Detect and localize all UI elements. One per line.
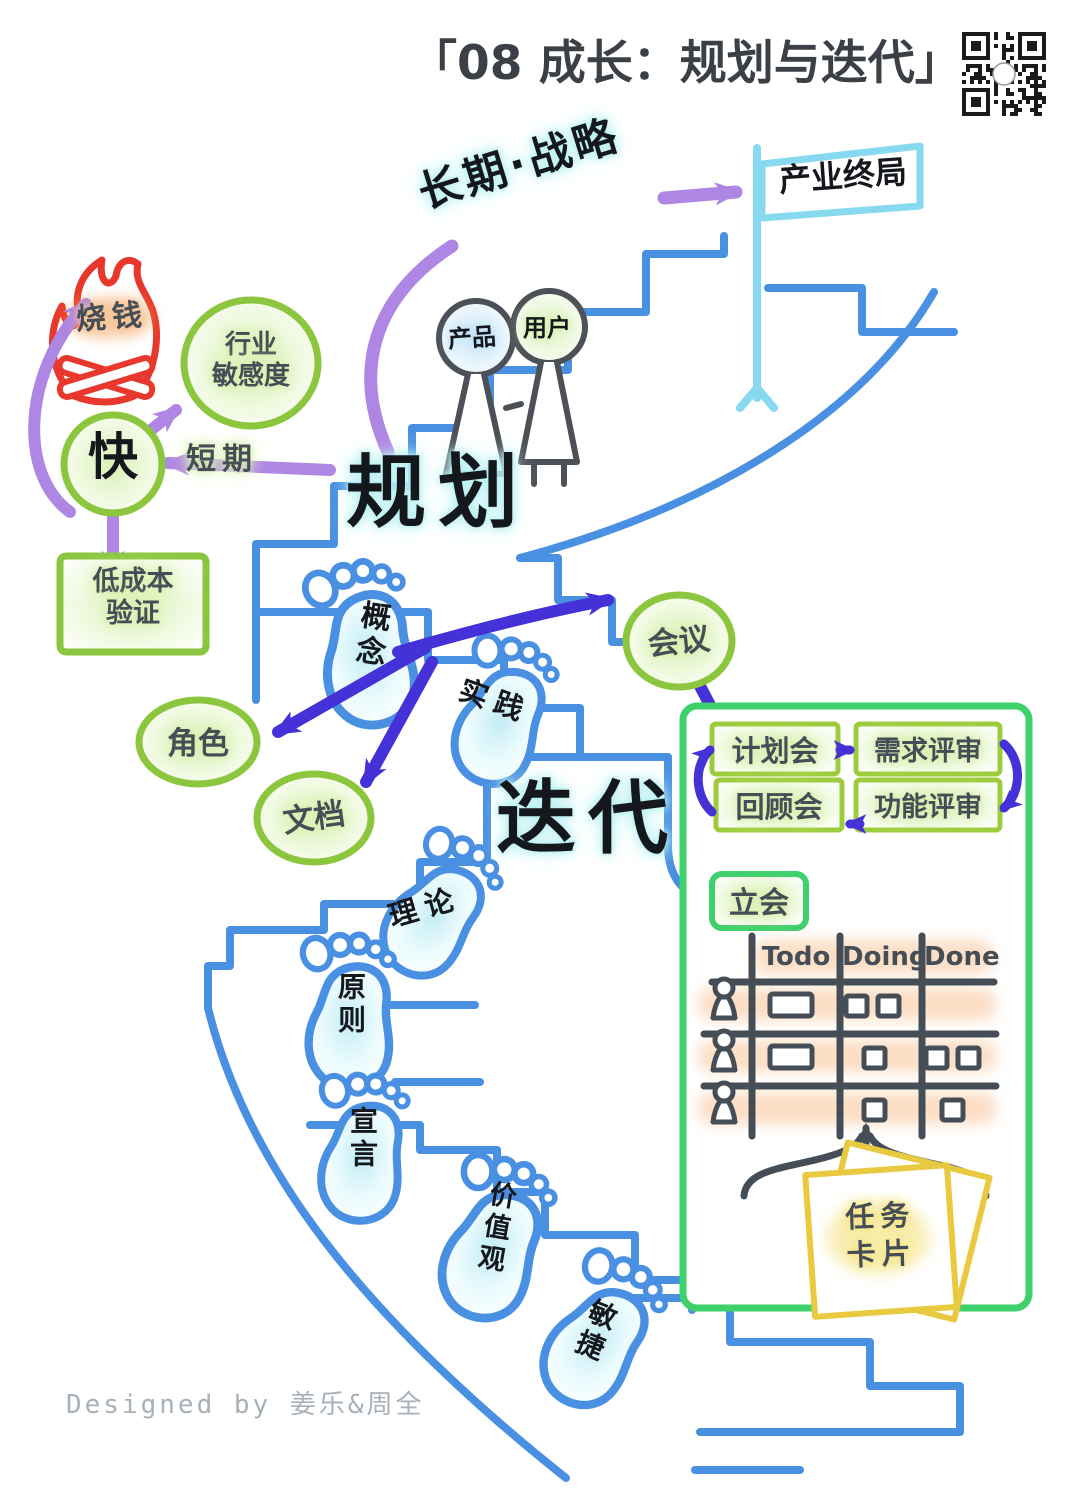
planning-title: 规划 <box>346 446 530 539</box>
kanban-col-doing: Doing <box>842 942 928 972</box>
document-bubble <box>253 770 375 866</box>
fast-to-fire-arrow <box>28 298 92 518</box>
footprint-principle-label: 原则 <box>334 972 368 1038</box>
standup-box <box>709 871 809 931</box>
topic-bubbles <box>56 296 736 866</box>
role-bubble <box>135 696 261 788</box>
meeting-cycle-arrows <box>691 739 1023 834</box>
kanban-table <box>700 932 1000 1140</box>
user-person-icon <box>503 288 588 487</box>
burn-money-label: 烧钱 <box>74 297 150 338</box>
fast-label: 快 <box>88 428 138 486</box>
short-term-label: 短期 <box>186 442 258 477</box>
fast-bubble <box>60 411 166 517</box>
iteration-title: 迭代 <box>496 772 680 865</box>
industry-sensitivity-label: 行业 敏感度 <box>211 330 290 391</box>
kanban-col-done: Done <box>924 942 1000 972</box>
strategy-curve-arrow <box>364 182 743 459</box>
task-card-label: 任务 卡片 <box>844 1197 918 1272</box>
concept-to-document-arrow <box>360 656 438 788</box>
kanban-cards <box>767 991 982 1123</box>
role-bubble-label: 角色 <box>167 726 229 762</box>
page-title: 「08 成长：规划与迭代」 <box>410 36 962 91</box>
short-term-arrow <box>161 452 336 476</box>
planning-meeting-label: 计划会 <box>731 734 819 768</box>
flag-icon <box>736 142 924 412</box>
concept-to-role-arrow <box>272 642 431 738</box>
low-cost-box <box>56 552 210 656</box>
meeting-bubble-label: 会议 <box>646 620 712 664</box>
qr-code <box>960 30 1048 118</box>
meeting-bubble <box>622 591 736 691</box>
feature-review-label: 功能评审 <box>874 792 982 823</box>
kanban-col-todo: Todo <box>761 942 831 972</box>
user-person-label: 用户 <box>523 314 571 342</box>
requirement-review-label: 需求评审 <box>874 736 982 767</box>
retrospective-label: 回顾会 <box>735 790 823 824</box>
industry-sensitivity-bubble <box>180 296 322 430</box>
footprint-manifesto-label: 宣言 <box>346 1106 380 1172</box>
standup-label: 立会 <box>729 886 789 921</box>
task-card-sticky-icon <box>802 1139 993 1323</box>
concept-radiating-arrows <box>272 592 615 788</box>
product-person-label: 产品 <box>447 322 497 354</box>
low-cost-validation-label: 低成本 验证 <box>92 566 174 629</box>
credit-text: Designed by 姜乐&周全 <box>66 1390 425 1420</box>
